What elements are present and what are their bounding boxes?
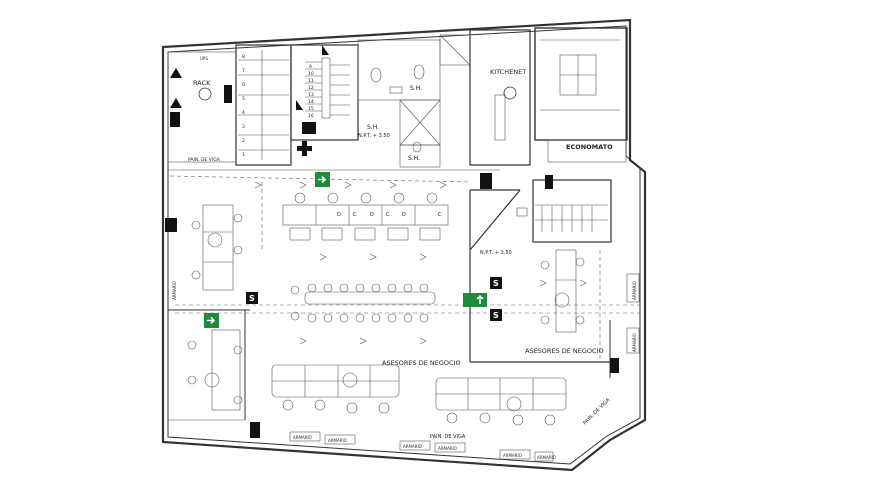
armario-label: ARMARIO	[503, 453, 522, 458]
sh-label-right: S.H.	[410, 85, 422, 92]
desk-letter: D	[370, 212, 374, 218]
npt-label-top: N.P.T. + 3.50	[358, 133, 390, 139]
pain-viga-top-label: PAIN. DE VIGA	[188, 157, 221, 163]
pain-viga-right-label: PAIN. DE VIGA	[582, 397, 612, 427]
running-man-icon	[170, 98, 182, 108]
rack-label: RACK	[193, 79, 211, 87]
stair-right-block	[535, 204, 608, 232]
desk-letter: D	[337, 212, 341, 218]
fire-extinguisher-icon	[224, 85, 232, 103]
svg-text:13: 13	[308, 92, 314, 98]
running-man-icon	[322, 45, 329, 55]
ups-label: UPS	[200, 56, 208, 61]
s-marker: S	[493, 311, 499, 320]
outer-walls	[161, 18, 647, 472]
circulation-arrows	[254, 181, 587, 345]
exit-sign-center	[463, 293, 487, 307]
npt-label-mid: N.P.T. + 3.50	[480, 250, 512, 256]
pain-viga-bottom-label: PAIN. DE VIGA	[430, 434, 466, 440]
svg-text:7: 7	[242, 68, 245, 74]
s-markers: S S S	[246, 277, 502, 321]
sh-label-top: S.H.	[367, 124, 379, 131]
exit-sign-top	[315, 172, 330, 187]
svg-text:16: 16	[308, 113, 314, 119]
desk-letter: C	[353, 212, 357, 218]
sanitary-fixtures	[370, 64, 425, 153]
armario-label-side: ARMARIO	[172, 281, 177, 300]
workstation-col-left	[187, 204, 243, 411]
desk-letter: D	[402, 212, 406, 218]
beam-lines	[169, 175, 640, 360]
workstation-row-bottom-left	[271, 364, 400, 414]
armario-label-side: ARMARIO	[632, 281, 637, 300]
stair-left	[238, 50, 289, 160]
asesores-left-label: ASESORES DE NEGOCIO	[382, 359, 461, 367]
service-core	[167, 27, 628, 243]
svg-text:3: 3	[242, 124, 245, 130]
fire-extinguisher-icon	[545, 175, 553, 189]
fire-extinguisher-icon	[250, 422, 260, 438]
up-arrow-icon	[476, 294, 484, 304]
svg-text:10: 10	[308, 71, 314, 77]
armario-label: ARMARIO	[328, 438, 347, 443]
ceiling-fixture-icon	[503, 86, 517, 100]
svg-text:1: 1	[242, 152, 245, 158]
svg-text:5: 5	[242, 96, 245, 102]
workstation-row-top: D C D C D C	[282, 192, 449, 241]
svg-text:12: 12	[308, 85, 314, 91]
armario-label: ARMARIO	[293, 435, 312, 440]
rack-cabinet-icon	[302, 122, 316, 134]
stair-numbers: 9 10 11 12 13 14 15 16 8 7 6 5 4 3 2 1	[242, 54, 314, 158]
workstation-row-bottom-right	[435, 377, 567, 426]
meeting-table	[290, 283, 436, 323]
armario-label-side: ARMARIO	[632, 333, 637, 352]
asesores-right-label: ASESORES DE NEGOCIO	[525, 347, 604, 355]
svg-text:15: 15	[308, 106, 314, 112]
armario-label: ARMARIO	[403, 444, 422, 449]
running-man-icon	[296, 100, 303, 110]
exit-sign-left	[204, 313, 219, 328]
fire-extinguisher-icon	[165, 218, 177, 232]
workstation-col-right	[516, 207, 585, 333]
exit-arrow-icon	[207, 316, 216, 325]
svg-text:2: 2	[242, 138, 245, 144]
svg-text:6: 6	[242, 82, 245, 88]
s-marker: S	[493, 279, 499, 288]
economato-label: ECONOMATO	[566, 143, 613, 151]
running-man-icon	[170, 68, 182, 78]
exit-arrow-icon	[318, 175, 327, 184]
svg-text:14: 14	[308, 99, 314, 105]
ceiling-fixture-icon	[198, 87, 212, 101]
svg-text:4: 4	[242, 110, 245, 116]
fire-safety-icons	[165, 45, 619, 438]
kitchenet-label: KITCHENET	[490, 68, 526, 76]
fire-extinguisher-icon	[610, 358, 619, 373]
fire-extinguisher-icon	[170, 112, 180, 127]
sh-label-bottom: S.H.	[408, 155, 420, 162]
s-marker: S	[249, 294, 255, 303]
armario-row	[289, 431, 554, 462]
svg-text:8: 8	[242, 54, 245, 60]
fire-extinguisher-icon	[480, 173, 492, 189]
desk-letter: C	[438, 212, 442, 218]
stair-right	[305, 57, 350, 119]
svg-text:9: 9	[309, 64, 312, 70]
first-aid-cross-icon	[297, 141, 312, 156]
partitions	[168, 169, 640, 421]
armario-label: ARMARIO	[537, 455, 556, 460]
svg-text:11: 11	[308, 78, 314, 84]
armario-label: ARMARIO	[438, 446, 457, 451]
desk-letter: C	[386, 212, 390, 218]
